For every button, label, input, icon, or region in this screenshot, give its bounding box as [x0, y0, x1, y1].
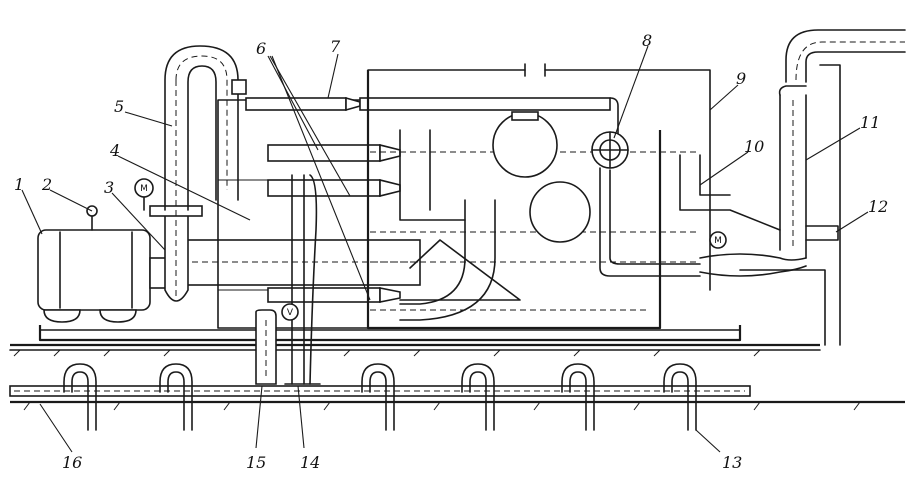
rotor-wheel-8	[591, 131, 701, 277]
label-14: 14	[300, 453, 320, 472]
top-conduit-7	[245, 96, 619, 146]
label-7: 7	[330, 37, 341, 56]
drum-upper	[492, 111, 558, 178]
label-10: 10	[744, 137, 764, 156]
floor-slab	[9, 343, 821, 357]
label-8: 8	[642, 31, 652, 50]
tank-chamber	[366, 63, 711, 330]
pipeline-16	[9, 385, 751, 397]
label-4: 4	[109, 141, 120, 160]
label-5: 5	[114, 97, 124, 116]
label-1: 1	[14, 175, 24, 194]
internal-channel	[399, 199, 521, 321]
gauge-v-label: V	[287, 308, 294, 318]
jet-nozzles-6	[267, 143, 401, 303]
label-16: 16	[62, 453, 82, 472]
machine-base	[38, 325, 742, 342]
label-13: 13	[722, 453, 742, 472]
label-15: 15	[246, 453, 266, 472]
right-frame-12	[739, 64, 841, 346]
drum-lower	[529, 181, 591, 243]
label-12: 12	[868, 197, 888, 216]
outlet-pipe-11	[699, 29, 906, 277]
hose-15	[255, 309, 277, 385]
label-3: 3	[104, 178, 114, 197]
ground-line	[10, 400, 905, 411]
pressure-gauge-left: M	[134, 178, 154, 211]
label-9: 9	[736, 69, 746, 88]
label-11: 11	[860, 113, 880, 132]
label-6: 6	[256, 39, 266, 58]
settling-box-10	[679, 154, 781, 231]
gauge-left-label: M	[140, 184, 148, 194]
electric-motor	[37, 205, 151, 323]
hose-14	[284, 174, 321, 385]
gooseneck-pipe-5	[164, 45, 247, 211]
gauge-right-label: M	[714, 236, 722, 246]
u-pipes-13	[63, 363, 697, 431]
leader-lines	[21, 45, 869, 453]
vacuum-gauge: V	[281, 303, 299, 321]
label-2: 2	[41, 175, 52, 194]
pressure-gauge-right: M	[709, 231, 727, 249]
coupling-shaft	[149, 239, 421, 289]
